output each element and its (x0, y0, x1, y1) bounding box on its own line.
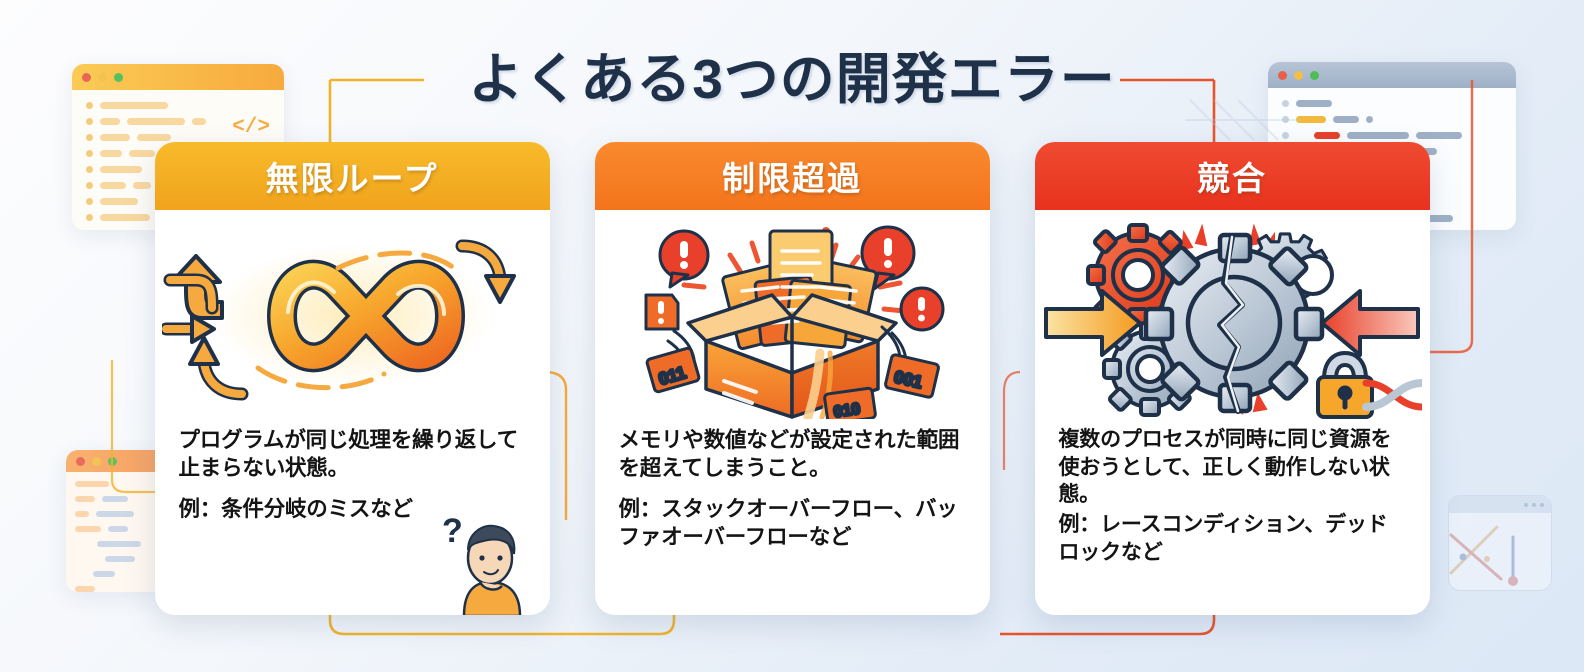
broken-gears-icon (1044, 223, 1422, 419)
lock-icon (1316, 351, 1374, 419)
line-bullet-icon (1282, 132, 1289, 139)
binary-tag-icon: 011 (645, 346, 701, 394)
code-line (86, 134, 270, 141)
card-illustration (1035, 210, 1430, 422)
line-bullet-icon (86, 102, 93, 109)
warning-tag-icon (644, 293, 680, 331)
binary-tag-icon: 010 (823, 386, 877, 419)
error-card-infinite-loop[interactable]: 無限ループ (154, 142, 550, 615)
code-line (75, 556, 163, 562)
window-dot-icon (1524, 502, 1528, 507)
code-line (75, 496, 163, 502)
code-line (1282, 100, 1502, 107)
line-bullet-icon (86, 182, 93, 189)
line-bullet-icon (86, 134, 93, 141)
card-illustration (155, 210, 550, 422)
card-description: メモリや数値などが設定された範囲を超えてしまうこと。 (618, 428, 960, 481)
minimize-dot-icon (98, 72, 107, 82)
code-tag-icon: </> (232, 116, 270, 139)
binary-tag-label: 010 (833, 401, 862, 419)
cracked-gear-icon (1143, 232, 1325, 414)
svg-text:?: ? (442, 512, 463, 550)
code-line (86, 166, 270, 173)
window-dot-icon (1532, 502, 1536, 507)
code-line (86, 198, 270, 205)
card-example: 例：レースコンディション、デッドロックなど (1058, 513, 1388, 564)
line-bullet-icon (86, 150, 93, 157)
code-line (75, 526, 163, 532)
overflowing-box-icon: 011 001 010 (644, 225, 945, 419)
arrow-curve-bottom-left (188, 336, 249, 401)
card-body: 複数のプロセスが同時に同じ資源を使おうとして、正しく動作しない状態。 例：レース… (1035, 422, 1430, 579)
code-line (86, 214, 270, 221)
line-bullet-icon (1282, 116, 1289, 123)
card-description: プログラムが同じ処理を繰り返して止まらない状態。 (178, 428, 519, 481)
minimize-dot-icon (1294, 70, 1303, 80)
window-titlebar (72, 64, 284, 90)
close-dot-icon (1278, 70, 1287, 80)
code-line (1282, 116, 1502, 123)
card-illustration: 011 001 010 (595, 210, 990, 422)
window-chart-area (1449, 513, 1551, 586)
chart-window-bottom-right (1448, 495, 1552, 591)
card-example: 例：スタックオーバーフロー、バッファオーバーフローなど (618, 496, 958, 550)
line-bullet-icon (86, 166, 93, 173)
card-header: 制限超過 (594, 142, 990, 210)
code-line (75, 511, 163, 517)
minimize-dot-icon (92, 456, 101, 466)
thinking-person-icon: ? (434, 506, 544, 615)
window-titlebar (1268, 62, 1516, 88)
error-card-race-condition[interactable]: 競合 (1034, 142, 1430, 615)
card-description: 複数のプロセスが同時に同じ資源を使おうとして、正しく動作しない状態。 (1058, 428, 1392, 507)
code-line (1282, 132, 1502, 139)
code-line (86, 182, 270, 189)
window-dot-icon (1540, 502, 1544, 507)
card-body: メモリや数値などが設定された範囲を超えてしまうこと。 例：スタックオーバーフロー… (595, 422, 990, 564)
binary-tag-icon: 001 (884, 353, 940, 399)
code-line (86, 102, 270, 109)
arrow-right-left (162, 314, 216, 344)
maximize-dot-icon (114, 72, 123, 82)
error-card-limit-exceeded[interactable]: 制限超過 (594, 142, 990, 615)
line-bullet-icon (86, 198, 93, 205)
line-bullet-icon (86, 118, 93, 125)
card-header: 競合 (1034, 142, 1430, 210)
code-line (75, 571, 163, 577)
window-titlebar (1449, 496, 1551, 513)
line-bullet-icon (86, 214, 93, 221)
arrow-curve-top-left (163, 273, 219, 315)
code-line (86, 118, 270, 125)
card-header: 無限ループ (154, 142, 550, 210)
code-line (75, 481, 163, 487)
line-bullet-icon (1282, 100, 1289, 107)
warning-bubble-icon (860, 225, 916, 291)
warning-bubble-icon (658, 229, 710, 289)
page-title: よくある3つの開発エラー (468, 48, 1116, 110)
code-line (86, 150, 270, 157)
close-dot-icon (82, 72, 91, 82)
code-line (75, 541, 163, 547)
error-card-list: 無限ループ (0, 142, 1584, 615)
close-dot-icon (76, 456, 85, 466)
infinity-loop-icon (162, 239, 516, 401)
maximize-dot-icon (1310, 70, 1319, 80)
code-line (75, 586, 163, 592)
warning-bubble-icon (899, 286, 945, 332)
arrow-right-icon (1320, 289, 1420, 357)
mini-chart-icon (1449, 525, 1518, 586)
